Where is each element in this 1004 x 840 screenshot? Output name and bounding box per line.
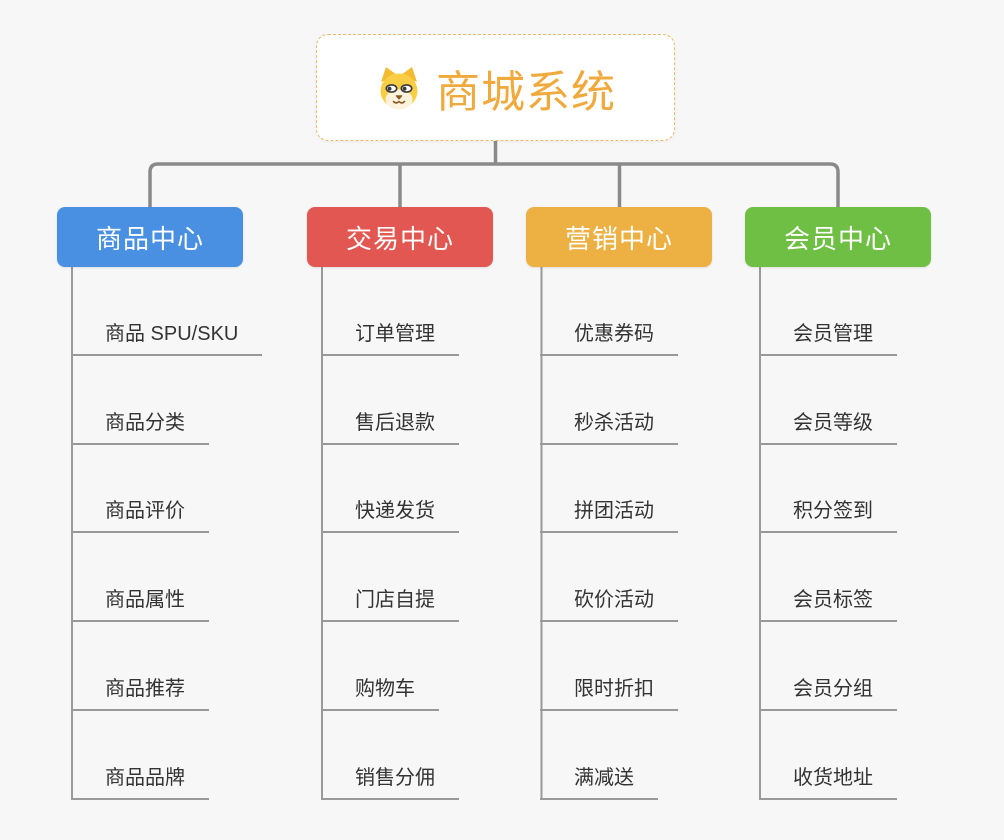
root-node[interactable]: 商城系统 [316,34,675,141]
child-node[interactable]: 拼团活动 [540,494,678,534]
child-node[interactable]: 积分签到 [759,494,897,534]
child-row: 商品品牌 [71,711,209,800]
child-node[interactable]: 限时折扣 [540,672,678,712]
child-node[interactable]: 售后退款 [321,406,459,445]
branch-label: 交易中心 [345,223,454,254]
child-node[interactable]: 订单管理 [321,317,459,356]
child-row: 砍价活动 [540,533,678,623]
child-node[interactable]: 优惠券码 [540,317,678,356]
branch-node-member-center[interactable]: 会员中心 [745,207,931,267]
child-row: 会员分组 [759,622,897,712]
branch-children-member-center: 会员管理 会员等级 积分签到 会员标签 会员分组 收货地址 [759,267,897,800]
child-node[interactable]: 秒杀活动 [540,406,678,445]
branch-children-product-center: 商品 SPU/SKU 商品分类 商品评价 商品属性 商品推荐 商品品牌 [71,267,263,800]
child-row: 门店自提 [321,533,459,623]
child-node[interactable]: 商品属性 [71,583,209,623]
child-row: 会员标签 [759,533,897,623]
child-row: 秒杀活动 [540,356,678,445]
branch-node-product-center[interactable]: 商品中心 [57,207,243,267]
child-row: 商品推荐 [71,622,209,712]
child-node[interactable]: 收货地址 [759,761,897,800]
child-row: 满减送 [540,711,658,800]
child-row: 订单管理 [321,267,459,356]
child-node[interactable]: 商品推荐 [71,672,209,712]
child-row: 商品 SPU/SKU [71,267,263,356]
child-node[interactable]: 商品评价 [71,494,209,534]
child-row: 会员等级 [759,356,897,445]
child-row: 会员管理 [759,267,897,356]
child-node[interactable]: 会员管理 [759,317,897,356]
branch-node-marketing-center[interactable]: 营销中心 [526,207,712,267]
child-row: 销售分佣 [321,711,459,800]
child-row: 商品分类 [71,356,209,445]
branch-children-marketing-center: 优惠券码 秒杀活动 拼团活动 砍价活动 限时折扣 满减送 [540,267,678,800]
child-node[interactable]: 会员标签 [759,583,897,623]
child-row: 售后退款 [321,356,459,445]
child-row: 限时折扣 [540,622,678,712]
child-node[interactable]: 满减送 [540,761,658,800]
child-node[interactable]: 商品品牌 [71,761,209,800]
child-row: 拼团活动 [540,445,678,534]
branch-label: 营销中心 [564,223,673,254]
child-node[interactable]: 快递发货 [321,494,459,534]
child-node[interactable]: 会员等级 [759,406,897,445]
child-row: 收货地址 [759,711,897,800]
branch-label: 会员中心 [783,223,892,254]
child-row: 购物车 [321,622,439,712]
child-node[interactable]: 商品 SPU/SKU [71,317,263,356]
root-node-label: 商城系统 [436,67,616,117]
child-node[interactable]: 砍价活动 [540,583,678,623]
dog-face-icon [380,66,418,109]
child-node[interactable]: 门店自提 [321,583,459,623]
child-node[interactable]: 销售分佣 [321,761,459,800]
child-row: 快递发货 [321,445,459,534]
child-node[interactable]: 商品分类 [71,406,209,445]
child-row: 商品评价 [71,445,209,534]
child-node[interactable]: 会员分组 [759,672,897,712]
child-node[interactable]: 购物车 [321,672,439,712]
child-row: 积分签到 [759,445,897,534]
child-row: 优惠券码 [540,267,678,356]
child-row: 商品属性 [71,533,209,623]
branch-node-trade-center[interactable]: 交易中心 [307,207,493,267]
branch-children-trade-center: 订单管理 售后退款 快递发货 门店自提 购物车 销售分佣 [321,267,459,800]
branch-label: 商品中心 [95,223,204,254]
